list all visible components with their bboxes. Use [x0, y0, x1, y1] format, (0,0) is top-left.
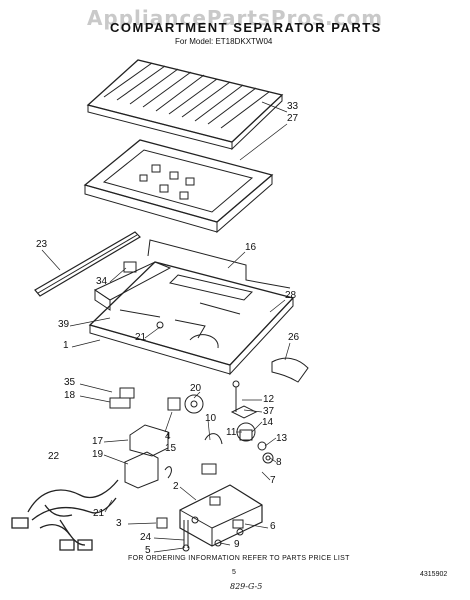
- insulation-flap-part: [272, 358, 308, 382]
- callout-1: 1: [63, 340, 69, 351]
- callout-23: 23: [36, 239, 48, 250]
- callout-13: 13: [276, 433, 288, 444]
- callout-39: 39: [58, 319, 70, 330]
- handwritten-code: 829-G-5: [230, 582, 263, 591]
- callout-34: 34: [96, 276, 108, 287]
- trim-strip-part: [35, 232, 140, 296]
- callout-5: 5: [145, 545, 151, 556]
- callout-35: 35: [64, 377, 76, 388]
- callout-20: 20: [190, 383, 202, 394]
- separator-body-part: [90, 262, 293, 374]
- callout-27: 27: [287, 113, 299, 124]
- bottom-bracket-part: [157, 485, 262, 551]
- diagram-title: COMPARTMENT SEPARATOR PARTS: [110, 20, 382, 35]
- callout-11: 11: [226, 427, 237, 438]
- page-number: 5: [232, 569, 236, 576]
- model-subtitle: For Model: ET18DKXTW04: [175, 37, 273, 46]
- callout-14: 14: [262, 417, 274, 428]
- callout-2: 2: [173, 481, 179, 492]
- wiring-harness-part: [12, 480, 118, 550]
- callout-15: 15: [165, 443, 177, 454]
- callout-10: 10: [205, 413, 217, 424]
- callout-3: 3: [116, 518, 122, 529]
- callout-16: 16: [245, 242, 257, 253]
- callout-8: 8: [276, 457, 282, 468]
- callout-12: 12: [263, 394, 275, 405]
- callout-37: 37: [263, 406, 275, 417]
- callout-21-upper: 21: [135, 332, 147, 343]
- separator-frame-part: [85, 140, 272, 232]
- callout-6: 6: [270, 521, 276, 532]
- callout-24: 24: [140, 532, 152, 543]
- callout-21-lower: 21: [93, 508, 105, 519]
- watermark: AppliancePartsPros.com: [86, 6, 384, 30]
- callout-28: 28: [285, 290, 297, 301]
- callout-22: 22: [48, 451, 60, 462]
- ordering-note: FOR ORDERING INFORMATION REFER TO PARTS …: [128, 555, 350, 562]
- callout-9: 9: [234, 539, 240, 550]
- callout-26: 26: [288, 332, 300, 343]
- callout-7: 7: [270, 475, 276, 486]
- callout-17: 17: [92, 436, 104, 447]
- control-components: [110, 381, 273, 488]
- callout-leader-lines: [42, 102, 290, 552]
- top-grille-part: [88, 60, 282, 149]
- document-number: 4315902: [420, 571, 448, 578]
- callout-33: 33: [287, 101, 299, 112]
- callout-18: 18: [64, 390, 76, 401]
- callout-4: 4: [165, 431, 171, 442]
- callout-19: 19: [92, 449, 104, 460]
- heater-wire-part: [148, 240, 290, 288]
